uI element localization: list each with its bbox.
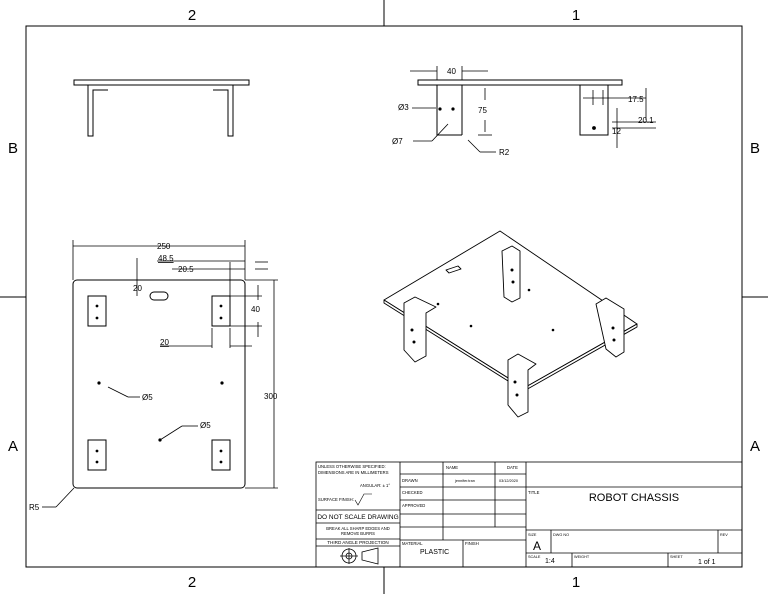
zone-label-right-B: B [750,140,760,157]
title-block-grid [315,461,743,568]
zone-label-bottom-2: 2 [188,574,196,591]
dim-20-5: 20.5 [178,265,194,274]
do-not-scale: DO NOT SCALE DRAWING [317,514,398,521]
drawn-label: DRAWN [402,478,418,483]
tolerance-note-1: UNLESS OTHERWISE SPECIFIED: [318,464,386,469]
drawing-title: ROBOT CHASSIS [589,492,679,504]
drawn-date: 03/12/2020 [499,479,518,483]
surface-finish-label: SURFACE FINISH: [318,497,354,502]
scale-label: SCALE [528,555,541,559]
dim-75: 75 [478,106,487,115]
material-value: PLASTIC [420,549,449,556]
scale-value: 1:4 [545,558,555,565]
side-view-dimensions [410,66,656,153]
projection-label: THIRD ANGLE PROJECTION [327,540,389,545]
dim-dia5-b: Ø5 [200,421,211,430]
dim-40-top-view: 40 [251,305,260,314]
zone-label-left-A: A [8,438,18,455]
dim-r5: R5 [29,503,40,512]
checked-label: CHECKED [402,490,422,495]
top-view [72,279,246,489]
finish-label: FINISH [465,541,479,546]
front-view [73,79,250,137]
dim-40: 40 [447,67,456,76]
date-header: DATE [507,465,518,470]
side-view [417,79,623,136]
angular-tolerance: ANGULAR: ± 1° [360,483,390,488]
dim-20-mid: 20 [160,338,169,347]
dim-48-5: 48.5 [158,254,174,263]
isometric-view [383,230,638,418]
dim-12: 12 [612,127,621,136]
top-view-holes [95,304,224,464]
tolerance-note-2: DIMENSIONS ARE IN MILLIMETERS [318,470,389,475]
dim-dia3: Ø3 [398,103,409,112]
zone-label-top-2: 2 [188,7,196,24]
break-edges-1: BREAK ALL SHARP EDGES AND [326,526,390,531]
name-header: NAME [446,465,458,470]
dim-300: 300 [264,392,278,401]
projection-symbol [340,547,379,565]
zone-label-bottom-1: 1 [572,574,580,591]
size-value: A [533,539,541,553]
isometric-holes [410,268,616,397]
dim-dia7: Ø7 [392,137,403,146]
break-edges-2: REMOVE BURRS [341,531,375,536]
dwg-no-label: DWG NO [553,533,569,537]
weight-label: WEIGHT [574,555,590,559]
sheet-label: SHEET [670,555,683,559]
size-label: SIZE [528,533,537,537]
sheet-value: 1 of 1 [698,559,716,566]
material-label: MATERIAL [402,541,423,546]
title-label: TITLE [528,490,540,495]
zone-label-left-B: B [8,140,18,157]
dim-250: 250 [157,242,171,251]
top-view-dimensions [42,240,278,508]
approved-label: APPROVED [402,503,425,508]
dim-20-1: 20.1 [638,116,654,125]
dim-20-top: 20 [133,284,142,293]
dim-17-5: 17.5 [628,95,644,104]
dim-dia5-a: Ø5 [142,393,153,402]
surface-finish-icon [354,493,372,506]
dim-r2: R2 [499,148,510,157]
drawn-name: jennifer.tran [454,479,475,483]
zone-label-right-A: A [750,438,760,455]
zone-label-top-1: 1 [572,7,580,24]
rev-label: REV [720,533,728,537]
